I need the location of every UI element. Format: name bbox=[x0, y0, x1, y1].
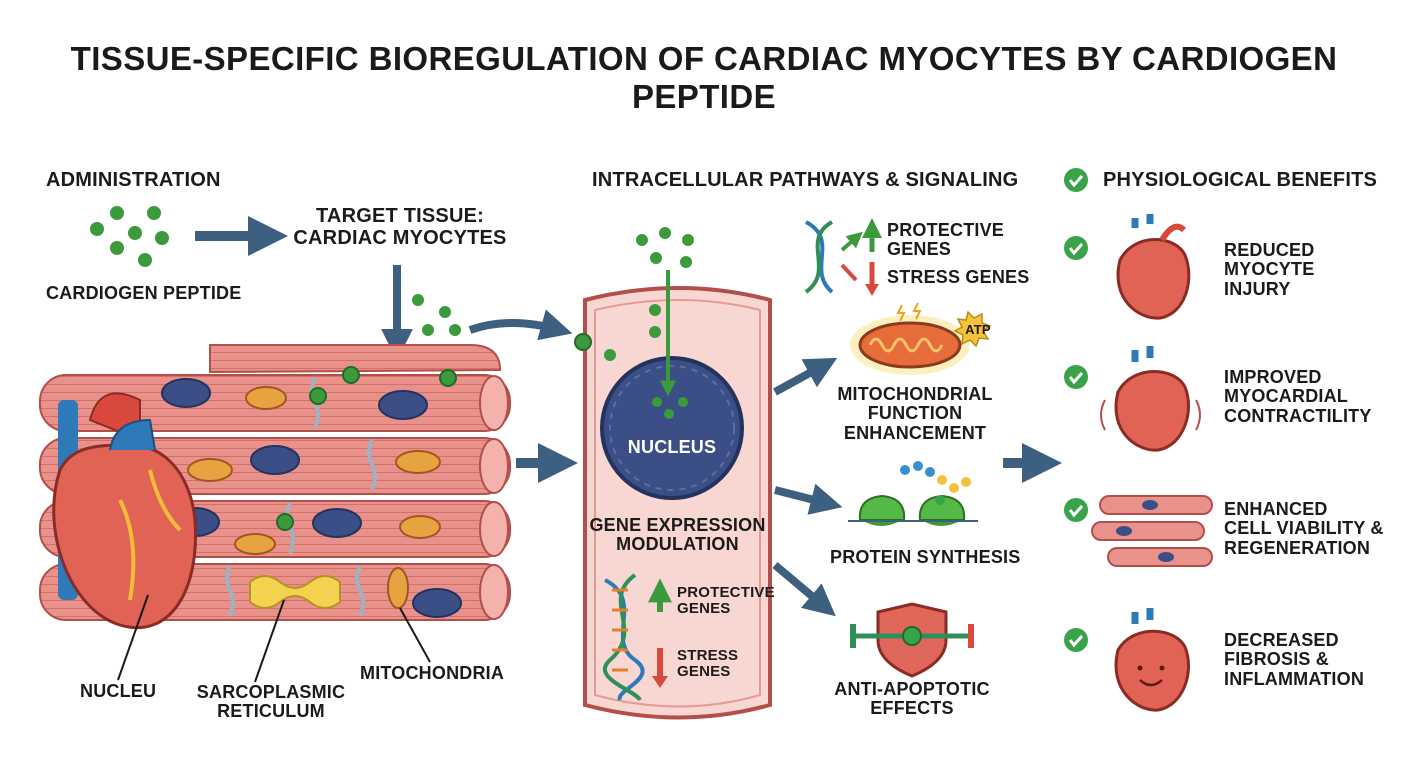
benefit-3: ENHANCED CELL VIABILITY & REGENERATION bbox=[1224, 499, 1384, 558]
gene-expression-line1: GENE EXPRESSION bbox=[589, 515, 766, 535]
benefit-2-line3: CONTRACTILITY bbox=[1224, 405, 1372, 426]
benefit-4: DECREASED FIBROSIS & INFLAMMATION bbox=[1224, 630, 1365, 689]
pathway-stress-genes-label: STRESS GENES bbox=[887, 267, 1030, 287]
target-tissue-line1: TARGET TISSUE: bbox=[316, 205, 484, 227]
benefit-1-line2: MYOCYTE bbox=[1224, 259, 1315, 280]
peptide-dots-entering bbox=[574, 227, 694, 361]
section-administration: ADMINISTRATION bbox=[46, 169, 221, 191]
dna-icon bbox=[804, 220, 834, 294]
benefit-1-line1: REDUCED bbox=[1224, 240, 1315, 260]
muscle-cells-icon bbox=[1091, 495, 1213, 567]
check-icon bbox=[1064, 168, 1088, 192]
check-icon bbox=[1064, 628, 1088, 652]
atp-label: ATP bbox=[965, 322, 991, 337]
check-icon bbox=[1064, 236, 1088, 260]
benefit-3-line3: REGENERATION bbox=[1224, 537, 1371, 558]
shield-icon bbox=[850, 602, 974, 678]
benefit-4-line1: DECREASED bbox=[1224, 630, 1339, 650]
target-tissue-label: TARGET TISSUE: CARDIAC MYOCYTES bbox=[290, 205, 510, 249]
apoptotic-line2: EFFECTS bbox=[870, 698, 954, 719]
check-icon bbox=[1064, 498, 1088, 522]
nucleus-tissue-label: NUCLEU bbox=[80, 681, 157, 701]
pathway-protective-line2: GENES bbox=[887, 239, 952, 260]
sarcoplasmic-reticulum-label: SARCOPLASMIC RETICULUM bbox=[196, 682, 346, 722]
protein-synthesis-label: PROTEIN SYNTHESIS bbox=[830, 547, 1021, 567]
mito-line2: FUNCTION bbox=[867, 403, 963, 424]
benefit-2: IMPROVED MYOCARDIAL CONTRACTILITY bbox=[1224, 367, 1372, 426]
cell-protective-line2: GENES bbox=[677, 600, 731, 618]
cell-stress-line1: STRESS bbox=[677, 647, 739, 664]
gene-expression-line2: MODULATION bbox=[616, 534, 739, 555]
section-benefits: PHYSIOLOGICAL BENEFITS bbox=[1103, 169, 1378, 191]
benefit-4-line3: INFLAMMATION bbox=[1224, 668, 1365, 689]
mitochondrial-function-label: MITOCHONDRIAL FUNCTION ENHANCEMENT bbox=[830, 384, 1000, 443]
mito-line3: ENHANCEMENT bbox=[843, 422, 987, 443]
benefit-2-line2: MYOCARDIAL bbox=[1224, 386, 1348, 407]
anti-apoptotic-label: ANTI-APOPTOTIC EFFECTS bbox=[828, 679, 996, 719]
cell-stress-genes-label: STRESS GENES bbox=[677, 647, 739, 681]
cell-stress-line2: GENES bbox=[677, 663, 731, 681]
benefit-3-line2: CELL VIABILITY & bbox=[1224, 518, 1384, 539]
dna-icon bbox=[602, 573, 645, 702]
benefit-2-line1: IMPROVED bbox=[1224, 367, 1322, 387]
page-title: TISSUE-SPECIFIC BIOREGULATION OF CARDIAC… bbox=[70, 40, 1338, 115]
cell-protective-genes-label: PROTECTIVE GENES bbox=[677, 584, 775, 618]
sr-line1: SARCOPLASMIC bbox=[196, 682, 346, 702]
pathway-protective-line1: PROTECTIVE bbox=[887, 220, 1005, 240]
arrow-to-cell bbox=[468, 309, 573, 341]
heart-icon bbox=[1114, 608, 1190, 712]
heart-icon bbox=[1116, 214, 1191, 320]
mito-line1: MITOCHONDRIAL bbox=[837, 384, 993, 404]
arrow-to-protein bbox=[774, 483, 843, 515]
cell-protective-line1: PROTECTIVE bbox=[677, 584, 775, 601]
sr-line2: RETICULUM bbox=[217, 701, 325, 722]
heart-icon bbox=[1100, 346, 1201, 452]
peptide-cluster bbox=[90, 206, 169, 267]
arrow-to-mito bbox=[773, 357, 838, 396]
heart-icon bbox=[52, 392, 198, 630]
sarcoplasmic-reticulum-shape bbox=[249, 575, 341, 609]
peptide-label: CARDIOGEN PEPTIDE bbox=[46, 283, 242, 303]
benefit-1-line3: INJURY bbox=[1224, 278, 1291, 299]
nucleus-shape bbox=[600, 356, 744, 500]
benefit-3-line1: ENHANCED bbox=[1224, 499, 1328, 519]
nucleus-label: NUCLEUS bbox=[627, 437, 717, 457]
apoptotic-line1: ANTI-APOPTOTIC bbox=[834, 679, 990, 699]
benefit-4-line2: FIBROSIS & bbox=[1224, 649, 1330, 670]
section-pathways: INTRACELLULAR PATHWAYS & SIGNALING bbox=[592, 169, 1019, 191]
mitochondria-label: MITOCHONDRIA bbox=[360, 663, 505, 683]
mitochondrion-icon bbox=[850, 302, 992, 375]
target-tissue-line2: CARDIAC MYOCYTES bbox=[293, 226, 507, 249]
ribosome-icon bbox=[848, 461, 978, 526]
pathway-protective-genes-label: PROTECTIVE GENES bbox=[887, 220, 1005, 260]
gene-expression-label: GENE EXPRESSION MODULATION bbox=[585, 515, 770, 555]
benefit-1: REDUCED MYOCYTE INJURY bbox=[1224, 240, 1315, 299]
check-icon bbox=[1064, 365, 1088, 389]
arrow-to-apoptotic bbox=[772, 561, 836, 617]
